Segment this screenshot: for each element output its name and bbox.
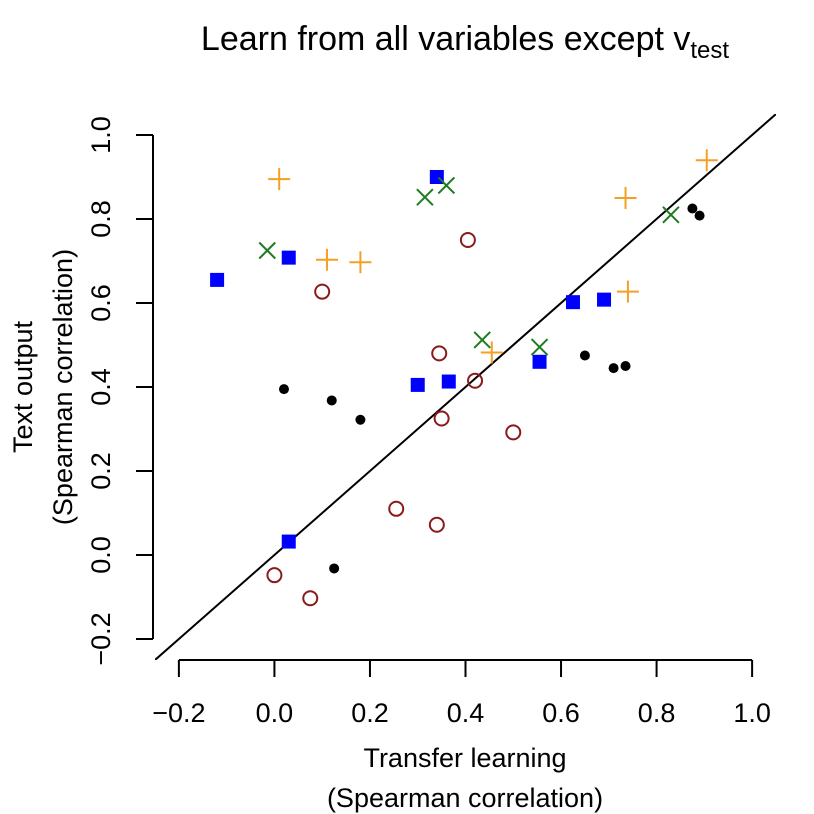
data-point bbox=[278, 384, 289, 395]
x-tick-label: 0.8 bbox=[638, 698, 676, 728]
data-point bbox=[355, 414, 366, 425]
y-tick-label: 1.0 bbox=[86, 116, 116, 154]
x-axis-label-line1: Transfer learning bbox=[363, 743, 566, 773]
data-point bbox=[480, 341, 503, 364]
data-point bbox=[467, 372, 484, 389]
x-tick-label: −0.2 bbox=[152, 698, 205, 728]
data-point bbox=[302, 590, 319, 607]
data-point bbox=[428, 516, 445, 533]
data-point bbox=[620, 361, 631, 371]
data-point bbox=[505, 424, 522, 441]
data-point bbox=[410, 377, 425, 392]
x-tick-label: 1.0 bbox=[733, 698, 771, 728]
data-point bbox=[431, 345, 448, 362]
data-point bbox=[597, 292, 612, 307]
chart-title-main: Learn from all variables except v bbox=[201, 20, 690, 58]
y-tick-label: 0.4 bbox=[86, 368, 116, 406]
x-tick-label: 0.6 bbox=[542, 698, 580, 728]
data-point bbox=[281, 534, 296, 549]
data-point bbox=[258, 241, 276, 260]
data-point bbox=[326, 395, 337, 406]
chart-title-subscript: test bbox=[690, 37, 729, 64]
data-point bbox=[579, 350, 590, 361]
y-axis: −0.2 0.0 0.2 0.4 0.6 0.8 1.0 bbox=[86, 116, 154, 666]
data-point bbox=[268, 168, 291, 191]
data-point bbox=[614, 187, 637, 209]
x-tick-label: 0.2 bbox=[351, 698, 389, 728]
data-point bbox=[314, 283, 331, 300]
data-point bbox=[608, 363, 619, 374]
plot-area bbox=[155, 114, 776, 660]
data-point bbox=[437, 176, 456, 195]
data-point bbox=[694, 210, 705, 221]
y-axis-label-line1: Text output bbox=[8, 320, 38, 453]
y-tick-label: 0.2 bbox=[86, 452, 116, 490]
data-point bbox=[281, 250, 296, 265]
data-point bbox=[388, 500, 405, 517]
data-point bbox=[532, 354, 547, 369]
series-plus bbox=[268, 149, 718, 364]
data-points bbox=[210, 149, 718, 607]
series-filled-square bbox=[210, 170, 612, 549]
data-point bbox=[349, 251, 372, 274]
y-tick-label: −0.2 bbox=[86, 612, 116, 665]
data-point bbox=[441, 374, 456, 389]
data-point bbox=[662, 206, 680, 224]
x-axis-label-line2: (Spearman correlation) bbox=[327, 783, 603, 813]
y-tick-label: 0.8 bbox=[86, 200, 116, 238]
data-point bbox=[416, 188, 434, 206]
series-open-circle bbox=[266, 232, 522, 607]
data-point bbox=[433, 410, 450, 427]
data-point bbox=[687, 203, 698, 214]
x-tick-label: 0.4 bbox=[447, 698, 485, 728]
series-filled-circle bbox=[278, 203, 705, 574]
reference-line-identity bbox=[155, 114, 776, 660]
data-point bbox=[473, 331, 491, 349]
data-point bbox=[616, 280, 639, 303]
data-point bbox=[459, 232, 476, 248]
data-point bbox=[210, 272, 225, 287]
data-point bbox=[695, 149, 718, 172]
data-point bbox=[565, 295, 580, 310]
data-point bbox=[315, 248, 338, 271]
data-point bbox=[266, 567, 283, 584]
chart-title: Learn from all variables except vtest bbox=[201, 20, 729, 64]
data-point bbox=[530, 338, 549, 356]
y-axis-label-line2: (Spearman correlation) bbox=[48, 249, 78, 525]
y-tick-label: 0.6 bbox=[86, 284, 116, 322]
y-tick-label: 0.0 bbox=[86, 536, 116, 574]
series-x-cross bbox=[258, 176, 680, 356]
x-tick-label: 0.0 bbox=[256, 698, 294, 728]
data-point bbox=[329, 563, 340, 574]
x-axis: −0.2 0.0 0.2 0.4 0.6 0.8 1.0 bbox=[152, 659, 771, 728]
